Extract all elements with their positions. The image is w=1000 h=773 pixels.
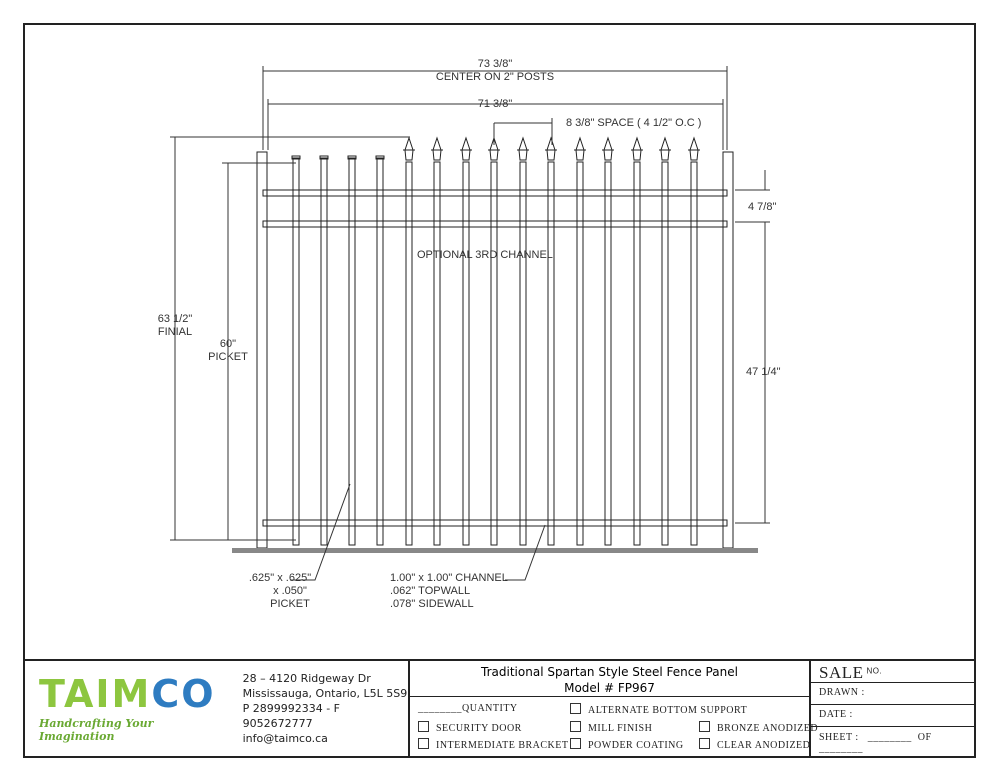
picket (633, 161, 641, 546)
finial (659, 136, 671, 161)
top-rail (262, 189, 728, 197)
picket-cap (291, 155, 301, 160)
date-field[interactable]: DATE : (811, 705, 974, 727)
finial (431, 136, 443, 161)
finial (488, 136, 500, 161)
company-cell: TAIMCO Handcrafting Your Imagination 28 … (25, 661, 410, 756)
title-cell: Traditional Spartan Style Steel Fence Pa… (410, 661, 818, 756)
picket (547, 161, 555, 546)
model-number: Model # FP967 (564, 681, 655, 695)
picket (576, 161, 584, 546)
fence-drawing: 73 3/8" CENTER ON 2" POSTS 71 3/8" 8 3/8… (158, 58, 781, 610)
channel-spec-1: 1.00" x 1.00" CHANNEL (390, 572, 508, 584)
quantity-field[interactable]: ________QUANTITY (418, 703, 518, 714)
sale-no-label: NO. (866, 666, 883, 676)
optional-channel: OPTIONAL 3RD CHANNEL (417, 249, 553, 261)
sale-label: SALE (819, 663, 864, 682)
second-rail (262, 220, 728, 228)
finial (688, 136, 700, 161)
overall-width-note: CENTER ON 2" POSTS (436, 71, 554, 83)
dimension-lines (170, 66, 770, 581)
sheet-field[interactable]: SHEET : ________ OF ________ (819, 732, 932, 754)
picket (376, 157, 384, 546)
picket-spec-3: PICKET (270, 598, 310, 610)
picket (462, 161, 470, 546)
powder-coating-checkbox[interactable]: POWDER COATING (570, 738, 684, 751)
picket (348, 157, 356, 546)
finial (460, 136, 472, 161)
company-logo: TAIMCO Handcrafting Your Imagination (25, 675, 233, 743)
email: info@taimco.ca (242, 732, 328, 745)
channel-spec-2: .062" TOPWALL (390, 585, 470, 597)
finial (403, 136, 415, 161)
overall-width: 73 3/8" (478, 58, 513, 70)
finial (574, 136, 586, 161)
drawn-field[interactable]: DRAWN : (811, 683, 974, 705)
picket (405, 161, 413, 546)
ground-line (232, 548, 758, 553)
bronze-anodized-checkbox[interactable]: BRONZE ANODIZED (699, 721, 818, 734)
phone-fax: P 2899992334 - F 9052672777 (242, 702, 340, 730)
inner-width: 71 3/8" (478, 98, 513, 110)
finial (545, 136, 557, 161)
picket (661, 161, 669, 546)
security-door-checkbox[interactable]: SECURITY DOOR (418, 721, 522, 734)
channel-spec-3: .078" SIDEWALL (390, 598, 474, 610)
mill-finish-checkbox[interactable]: MILL FINISH (570, 721, 652, 734)
right-post (722, 151, 734, 549)
picket (690, 161, 698, 546)
picket (519, 161, 527, 546)
address-line-2: Mississauga, Ontario, L5L 5S9 (242, 687, 408, 700)
picket-label: PICKET (208, 351, 248, 363)
finial (631, 136, 643, 161)
rail-offset: 4 7/8" (748, 201, 776, 213)
rail-span: 47 1/4" (746, 366, 781, 378)
rails (262, 189, 728, 527)
picket-spec-2: x .050" (273, 585, 307, 597)
finial-label: FINIAL (158, 326, 192, 338)
sheet-cell: SALE NO. DRAWN : DATE : SHEET : ________… (811, 661, 974, 756)
picket-cap (347, 155, 357, 160)
picket (320, 157, 328, 546)
picket (490, 161, 498, 546)
bottom-rail (262, 519, 728, 527)
tagline: Handcrafting Your Imagination (39, 716, 154, 743)
picket-spec-1: .625" x .625" (249, 572, 311, 584)
picket-cap (319, 155, 329, 160)
picket (604, 161, 612, 546)
picket (433, 161, 441, 546)
finial (517, 136, 529, 161)
finial (602, 136, 614, 161)
left-post (256, 151, 268, 549)
clear-anodized-checkbox[interactable]: CLEAR ANODIZED (699, 738, 810, 751)
picket-spacing: 8 3/8" SPACE ( 4 1/2" O.C ) (566, 117, 701, 129)
pickets (291, 136, 700, 546)
address-line-1: 28 – 4120 Ridgeway Dr (242, 672, 371, 685)
picket-cap (375, 155, 385, 160)
finial-height: 63 1/2" (158, 313, 193, 325)
picket-height: 60" (220, 338, 236, 350)
alternate-bottom-checkbox[interactable]: ALTERNATE BOTTOM SUPPORT (570, 703, 747, 716)
title-block: TAIMCO Handcrafting Your Imagination 28 … (23, 659, 976, 758)
intermediate-bracket-checkbox[interactable]: INTERMEDIATE BRACKET (418, 738, 569, 751)
drawing-title: Traditional Spartan Style Steel Fence Pa… (481, 665, 738, 679)
picket (292, 157, 300, 546)
